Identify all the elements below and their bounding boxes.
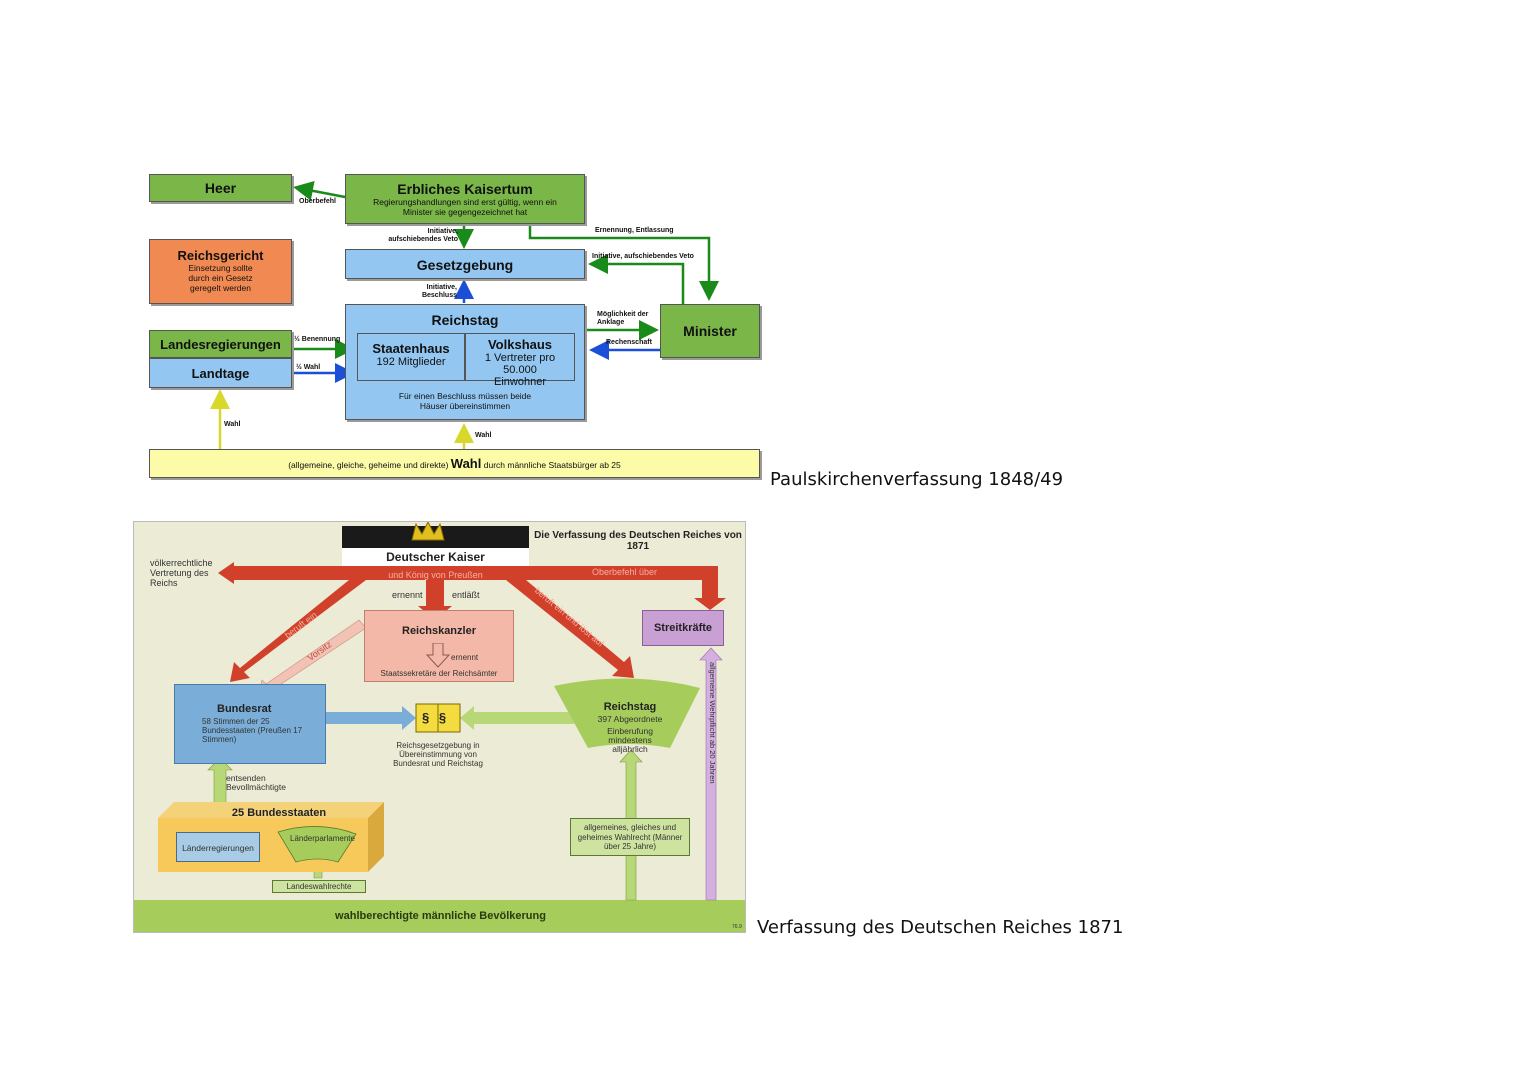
voelkerrecht-label: völkerrechtliche Vertretung des Reichs — [150, 558, 213, 588]
wahlrecht-box: allgemeines, gleiches und geheimes Wahlr… — [570, 818, 690, 856]
reichsgericht-box: Reichsgericht Einsetzung sollte durch ei… — [149, 239, 292, 304]
streitkraefte-box: Streitkräfte — [642, 610, 724, 646]
arrow-beruft — [230, 580, 366, 682]
entsenden-label: entsenden Bevollmächtigte — [226, 773, 287, 792]
minister-label: Minister — [683, 323, 737, 339]
reichstag-title: Reichstag — [431, 312, 499, 328]
benennung-label: ½ Benennung — [294, 336, 341, 343]
staatenhaus-cell: Staatenhaus 192 Mitglieder — [357, 333, 465, 381]
oberbefehl-1871: Oberbefehl über — [592, 567, 658, 577]
kanzler-box: Reichskanzler ernennt Staatssekretäre de… — [364, 610, 514, 682]
landeswahlrechte-box: Landeswahlrechte — [272, 880, 366, 893]
diagram-reich-1871: Die Verfassung des Deutschen Reiches von… — [133, 521, 746, 933]
ernennt2-label: ernennt — [451, 653, 479, 662]
landtage-box: Landtage — [149, 358, 292, 388]
caption-reich-1871: Verfassung des Deutschen Reiches 1871 — [757, 917, 1124, 938]
ernennung-label: Ernennung, Entlassung — [595, 227, 674, 234]
reichstag-note: Einberufung mindestens alljährlich — [607, 726, 653, 754]
landesregierungen-box: Landesregierungen — [149, 330, 292, 358]
arrow-ernennung — [528, 224, 719, 301]
kaiser-note: Regierungshandlungen sind erst gültig, w… — [373, 197, 557, 217]
wahl-left-label: Wahl — [224, 421, 241, 428]
wahlrecht-label: allgemeines, gleiches und geheimes Wahlr… — [577, 823, 683, 851]
reichstag-1871-title: Reichstag — [603, 701, 657, 713]
wehrpflicht-label: allgemeine Wehrpflicht ab 20 Jahren — [708, 662, 717, 784]
entlaesst-label: entläßt — [452, 590, 480, 600]
kaiser-sub: und König von Preußen — [388, 570, 483, 580]
pagecode-label: 76.9 — [732, 924, 742, 930]
arrow-beruft-aufl — [506, 580, 634, 678]
bevoelkerung-band — [134, 900, 745, 932]
laenderparlamente-fan — [277, 826, 357, 863]
bundesrat-note: 58 Stimmen der 25 Bundesstaaten (Preußen… — [202, 717, 303, 744]
gesetzgebung-box: Gesetzgebung — [345, 249, 585, 279]
kaiser-1871: Deutscher Kaiser — [386, 550, 485, 564]
crown-icon — [411, 522, 445, 541]
staatenhaus-note: 192 Mitglieder — [376, 356, 446, 368]
staatssekretaere-label: Staatssekretäre der Reichsämter — [380, 669, 498, 678]
bundesstaaten-title: 25 Bundesstaaten — [231, 807, 327, 819]
wahl-center-label: Wahl — [475, 432, 492, 439]
landeswahlrechte-label: Landeswahlrechte — [286, 882, 352, 891]
wahl-suffix: durch männliche Staatsbürger ab 25 — [483, 460, 621, 470]
kaiser-box: Erbliches Kaisertum Regierungshandlungen… — [345, 174, 585, 224]
beschluss-note: Für einen Beschluss müssen beide Häuser … — [398, 391, 532, 411]
reichsgericht-note: Einsetzung sollte durch ein Gesetz gereg… — [188, 263, 253, 293]
reichstag-box: Reichstag Staatenhaus 192 Mitglieder Vol… — [345, 304, 585, 420]
laenderregierungen-box: Länderregierungen — [176, 832, 260, 862]
volkshaus-cell: Volkshaus 1 Vertreter pro 50.000 Einwohn… — [465, 333, 575, 388]
volkshaus-note: 1 Vertreter pro 50.000 Einwohner — [484, 352, 556, 388]
landesregierungen-label: Landesregierungen — [160, 337, 281, 352]
gesetzgebung-label: Gesetzgebung — [416, 257, 514, 273]
bundesrat-title: Bundesrat — [217, 703, 272, 715]
initiative-beschluss-label: Initiative, Beschluss — [421, 284, 457, 299]
rechenschaft-label: Rechenschaft — [606, 339, 652, 346]
laenderparlamente-label: Länderparlamente — [290, 834, 355, 843]
halb-wahl-label: ½ Wahl — [296, 364, 321, 371]
minister-box: Minister — [660, 304, 760, 358]
heer-label: Heer — [204, 180, 237, 196]
header-1871: Die Verfassung des Deutschen Reiches von… — [534, 530, 742, 552]
ernennt-label: ernennt — [392, 590, 423, 600]
paragraph-sign: § § — [422, 710, 450, 725]
wahl-word: Wahl — [450, 456, 482, 471]
reichstag-fan — [554, 678, 700, 748]
kanzler-title: Reichskanzler — [402, 625, 476, 637]
bevoelkerung-label: wahlberechtigte männliche Bevölkerung — [335, 910, 546, 922]
caption-paulskirche: Paulskirchenverfassung 1848/49 — [770, 469, 1064, 490]
arrow-down-icon — [425, 643, 451, 668]
wahl-prefix: (allgemeine, gleiche, geheime und direkt… — [288, 460, 449, 470]
reichstag-count: 397 Abgeordnete — [597, 714, 663, 724]
volkshaus-title: Volkshaus — [487, 337, 553, 352]
reichsgericht-title: Reichsgericht — [177, 248, 264, 263]
gesetz-note: Reichsgesetzgebung in Übereinstimmung vo… — [393, 741, 483, 768]
landtage-label: Landtage — [191, 366, 250, 381]
moeglichkeit-label: Möglichkeit der Anklage — [597, 311, 649, 326]
staatenhaus-title: Staatenhaus — [372, 341, 450, 356]
heer-box: Heer — [149, 174, 292, 202]
laenderregierungen-label: Länderregierungen — [182, 843, 254, 853]
wahl-box: (allgemeine, gleiche, geheime und direkt… — [149, 449, 760, 478]
streitkraefte-label: Streitkräfte — [653, 622, 713, 634]
kaiser-title: Erbliches Kaisertum — [397, 181, 533, 197]
arrow-oberbefehl — [293, 180, 346, 201]
oberbefehl-label: Oberbefehl — [299, 198, 336, 205]
bundesrat-box: Bundesrat 58 Stimmen der 25 Bundesstaate… — [174, 684, 326, 764]
initiative-veto-label: Initiative, aufschiebendes Veto — [388, 228, 458, 243]
initiative-veto2-label: Initiative, aufschiebendes Veto — [592, 253, 694, 260]
arrow-minister-gesetzgebung — [588, 254, 685, 304]
